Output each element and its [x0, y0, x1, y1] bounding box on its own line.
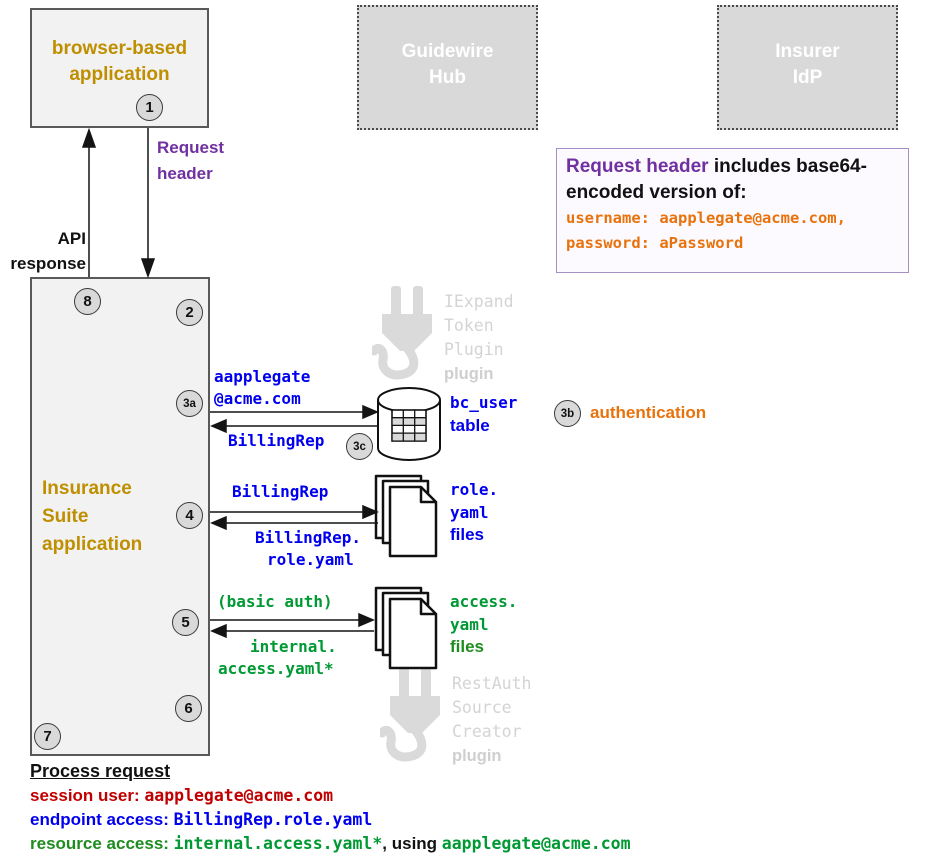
- authentication-label: authentication: [590, 403, 707, 422]
- role-query-label: BillingRep: [232, 482, 329, 501]
- role-files-type: files: [450, 525, 485, 544]
- insurer-idp-node: Insurer IdP: [717, 5, 898, 130]
- step-8-badge: 8: [74, 288, 101, 315]
- restauth-plugin-label: RestAuth Source Creator plugin: [452, 674, 532, 765]
- note-line-1: Request header includes base64-: [566, 156, 867, 177]
- request-header-arrow-label: Request header: [157, 138, 225, 183]
- role-return-label-1: BillingRep.: [255, 528, 361, 547]
- step-1-badge: 1: [136, 94, 163, 121]
- step-3c-badge: 3c: [346, 433, 373, 460]
- step-6-badge: 6: [175, 695, 202, 722]
- basic-auth-label: (basic auth): [217, 592, 333, 611]
- bc-user-type: table: [450, 416, 490, 435]
- browser-application-node: browser-based application: [30, 8, 209, 128]
- session-user-line: session user: aapplegate@acme.com: [30, 786, 334, 805]
- insurance-suite-title: Insurance Suite application: [42, 478, 143, 555]
- endpoint-access-line: endpoint access: BillingRep.role.yaml: [30, 810, 373, 829]
- bc-user-name: bc_user: [450, 393, 518, 412]
- note-line-2: encoded version of:: [566, 182, 747, 203]
- insurer-idp-title: Insurer IdP: [775, 41, 840, 88]
- role-return-label-2: role.yaml: [267, 550, 354, 569]
- role-files-name-2: yaml: [450, 503, 489, 522]
- process-request-heading: Process request: [30, 761, 171, 781]
- guidewire-hub-node: Guidewire Hub: [357, 5, 538, 130]
- username-to-db-label: aapplegate @acme.com: [214, 367, 311, 408]
- access-files-type: files: [450, 637, 485, 656]
- resource-access-line: resource access: internal.access.yaml*, …: [30, 834, 631, 853]
- browser-application-title: browser-based application: [51, 38, 188, 85]
- guidewire-hub-title: Guidewire Hub: [401, 41, 494, 88]
- note-password: password: aPassword: [566, 234, 744, 252]
- access-files-name-2: yaml: [450, 615, 489, 634]
- api-response-arrow-label: API response: [10, 229, 86, 273]
- access-return-label-2: access.yaml*: [218, 659, 334, 678]
- role-files-name-1: role.: [450, 480, 499, 499]
- note-username: username: aapplegate@acme.com,: [566, 209, 846, 227]
- access-files-name-1: access.: [450, 592, 518, 611]
- access-return-label-1: internal.: [250, 637, 337, 656]
- request-header-note: Request header includes base64- encoded …: [556, 148, 909, 273]
- step-3a-badge: 3a: [176, 390, 203, 417]
- db-return-label: BillingRep: [228, 431, 325, 450]
- step-5-badge: 5: [172, 609, 199, 636]
- step-4-badge: 4: [176, 502, 203, 529]
- step-7-badge: 7: [34, 723, 61, 750]
- step-3b-badge: 3b: [554, 400, 581, 427]
- iexpand-plugin-label: IExpand Token Plugin plugin: [444, 292, 514, 383]
- step-2-badge: 2: [176, 299, 203, 326]
